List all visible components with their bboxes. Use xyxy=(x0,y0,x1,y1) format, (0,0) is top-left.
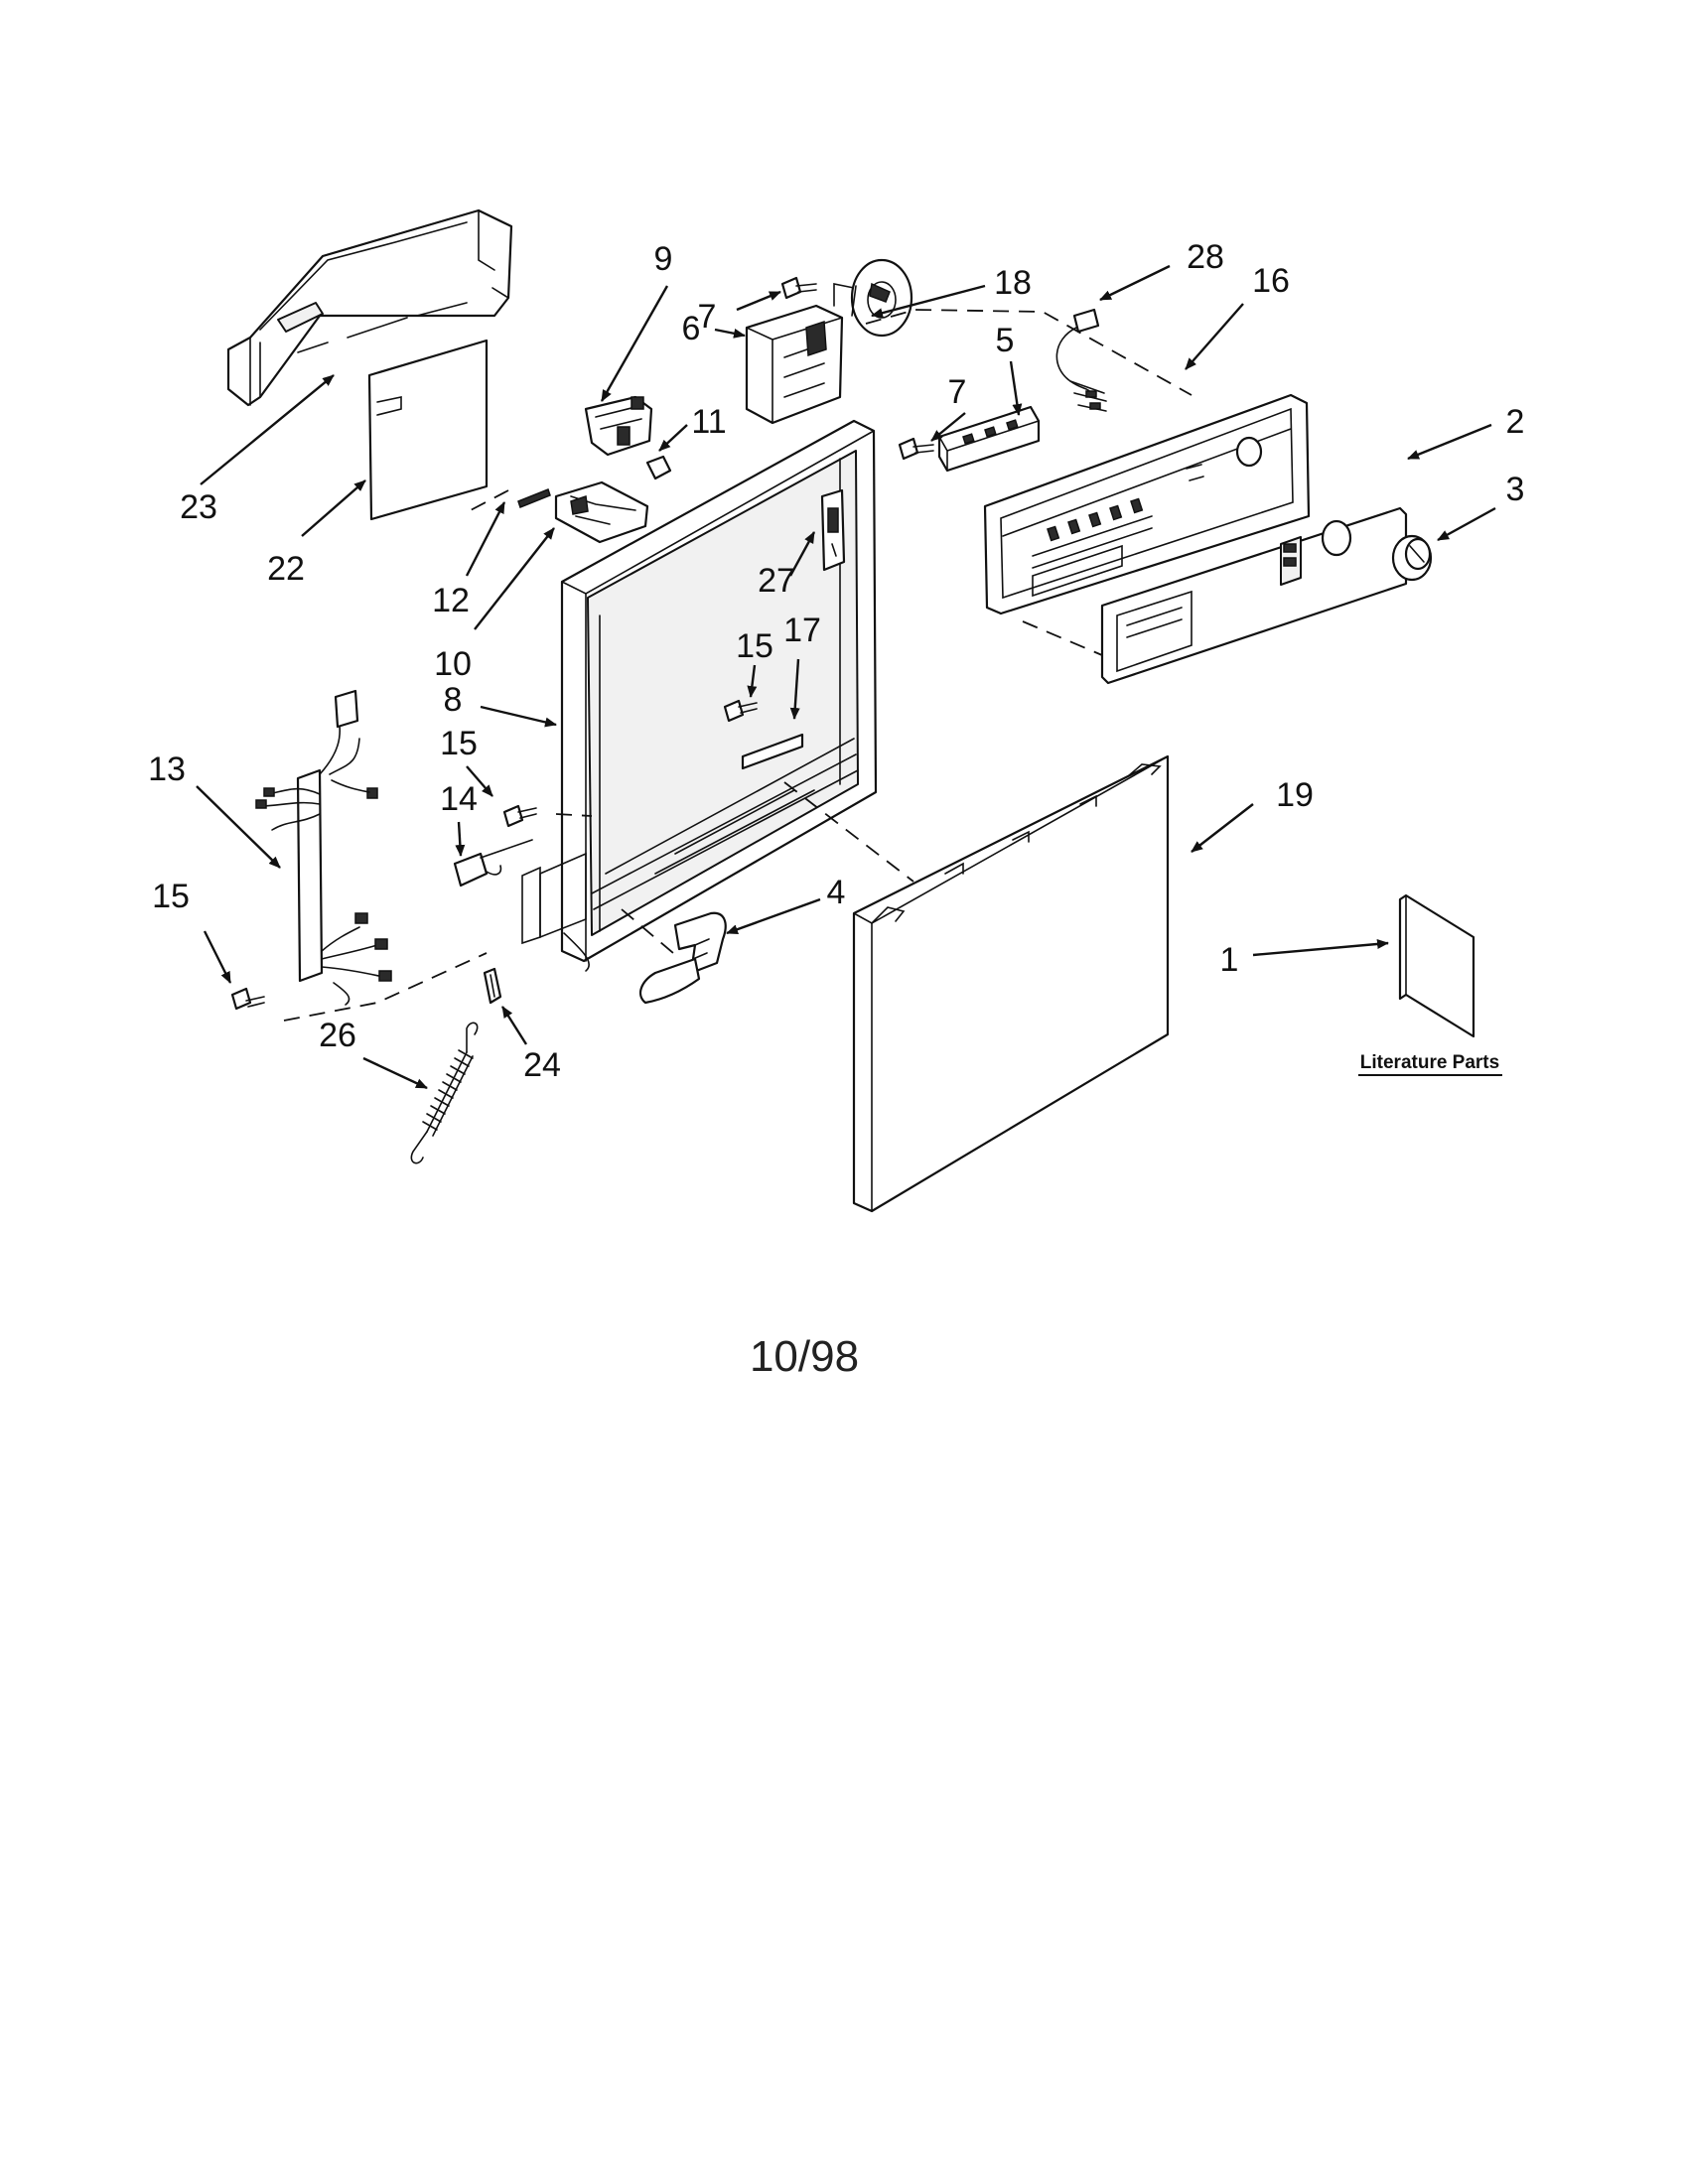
part-15-screw-lower xyxy=(230,987,265,1011)
date-code: 10/98 xyxy=(750,1332,859,1381)
part-6-latch-assembly xyxy=(745,283,855,425)
part-1-literature-booklet xyxy=(1398,893,1475,1038)
callout-7-upper: 7 xyxy=(698,298,717,336)
part-14-door-switch xyxy=(453,839,533,887)
callout-9: 9 xyxy=(654,240,673,278)
callout-17: 17 xyxy=(783,612,821,649)
leader-arrows xyxy=(196,264,1496,1090)
callout-26: 26 xyxy=(319,1017,356,1054)
callout-28: 28 xyxy=(1187,238,1224,276)
alignment-lines xyxy=(283,309,1193,1022)
part-27-strike xyxy=(820,488,846,572)
part-11-switch xyxy=(645,455,672,480)
callout-8: 8 xyxy=(444,681,463,719)
callout-7-lower: 7 xyxy=(948,373,967,411)
part-23-upper-housing xyxy=(226,208,513,407)
callout-15-middle: 15 xyxy=(440,725,478,762)
part-8-inner-door-frame xyxy=(521,419,878,972)
part-12-clip xyxy=(517,488,551,508)
part-15-screw-upper xyxy=(723,699,758,723)
callout-22: 22 xyxy=(267,550,305,588)
literature-parts-label: Literature Parts xyxy=(1358,1052,1502,1076)
callout-6: 6 xyxy=(682,310,701,347)
part-22-panel-sheet xyxy=(367,339,489,521)
part-28-wire-harness xyxy=(1055,308,1107,412)
callout-2: 2 xyxy=(1506,403,1525,441)
callout-3: 3 xyxy=(1506,471,1525,508)
part-5-switch-bank xyxy=(937,405,1041,473)
callout-23: 23 xyxy=(180,488,217,526)
callout-16: 16 xyxy=(1252,262,1290,300)
callout-5: 5 xyxy=(996,322,1015,359)
callout-15-upper: 15 xyxy=(736,627,773,665)
callout-13: 13 xyxy=(148,751,186,788)
part-2-faceplate xyxy=(1100,506,1408,685)
callout-24: 24 xyxy=(523,1046,561,1084)
part-26-door-spring xyxy=(410,1022,479,1164)
part-3-control-knob xyxy=(1391,534,1433,582)
callout-labels: 9 7 18 28 16 6 5 11 7 2 3 23 22 12 27 10… xyxy=(148,238,1524,1084)
callout-19: 19 xyxy=(1276,776,1314,814)
part-10-bracket xyxy=(554,480,649,544)
part-4-strap xyxy=(638,911,727,1005)
callout-4: 4 xyxy=(827,874,846,911)
part-19-outer-door-panel xyxy=(852,754,1170,1213)
part-17-gasket-strip xyxy=(741,733,804,770)
part-7-screw-lower xyxy=(898,437,934,461)
part-9-switch-assembly xyxy=(584,395,653,457)
callout-10: 10 xyxy=(434,645,472,683)
part-24-clip xyxy=(483,967,502,1005)
callout-14: 14 xyxy=(440,780,478,818)
literature-parts-text: Literature Parts xyxy=(1360,1052,1499,1073)
callout-12: 12 xyxy=(432,582,470,619)
callout-15-lower: 15 xyxy=(152,878,190,915)
callout-18: 18 xyxy=(994,264,1032,302)
part-18-latch-knob xyxy=(850,258,913,338)
part-7-screw-upper xyxy=(780,276,817,300)
part-16-control-panel xyxy=(983,393,1311,615)
part-15-screw-middle xyxy=(502,804,537,828)
callout-11: 11 xyxy=(691,403,726,441)
callout-1: 1 xyxy=(1220,941,1239,979)
callout-27: 27 xyxy=(758,562,795,600)
part-13-wire-harness xyxy=(255,689,392,1006)
